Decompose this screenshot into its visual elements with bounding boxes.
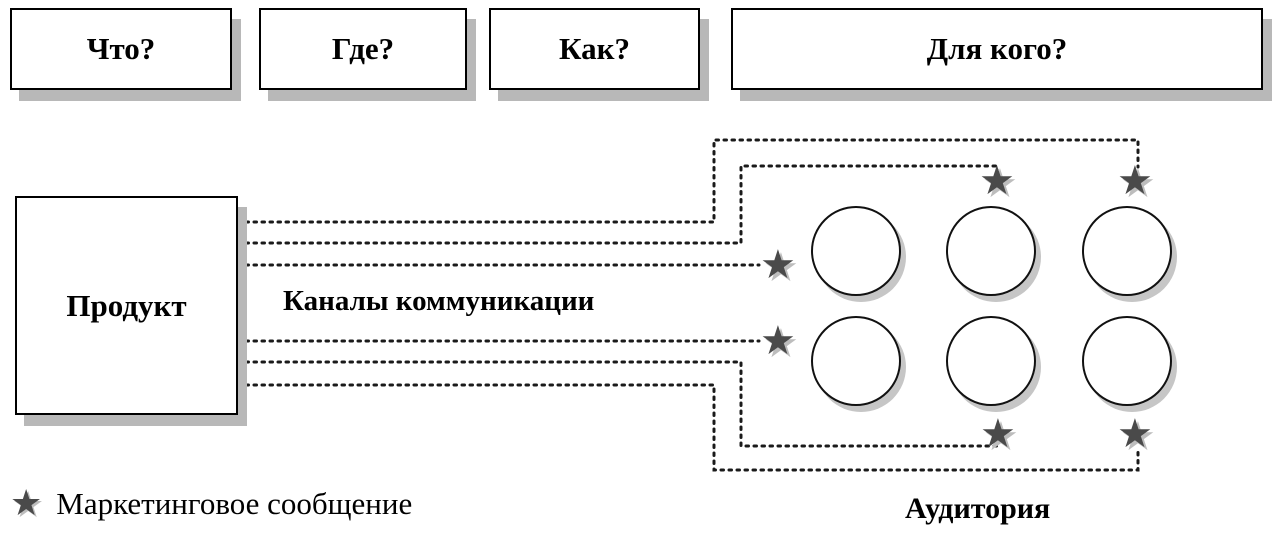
audience-circle [1082,206,1172,296]
product-box: Продукт [15,196,238,415]
legend-label: Маркетинговое сообщение [56,486,413,521]
marketing-message-star-icon: ★ [1117,158,1153,204]
audience-circle [811,316,901,406]
marketing-message-star-icon: ★ [760,318,796,364]
marketing-message-star-icon: ★ [980,411,1016,457]
marketing-message-star-icon: ★ [1117,411,1153,457]
audience-circle [1082,316,1172,406]
question-box-for-whom: Для кого? [731,8,1263,90]
audience-circle [946,316,1036,406]
product-box-label: Продукт [66,287,187,323]
question-box-where-label: Где? [331,31,395,66]
audience-circle [946,206,1036,296]
audience-circle [811,206,901,296]
marketing-message-star-icon: ★ [10,483,43,524]
question-box-where: Где? [259,8,467,90]
channels-label: Каналы коммуникации [283,285,595,317]
marketing-message-star-icon: ★ [979,158,1015,204]
marketing-message-star-icon: ★ [760,242,796,288]
legend: ★ Маркетинговое сообщение [10,486,412,522]
question-box-how-label: Как? [559,31,630,66]
question-box-what: Что? [10,8,232,90]
audience-label: Аудитория [905,492,1051,525]
question-box-for-whom-label: Для кого? [926,31,1068,66]
question-box-how: Как? [489,8,700,90]
question-box-what-label: Что? [86,31,156,66]
